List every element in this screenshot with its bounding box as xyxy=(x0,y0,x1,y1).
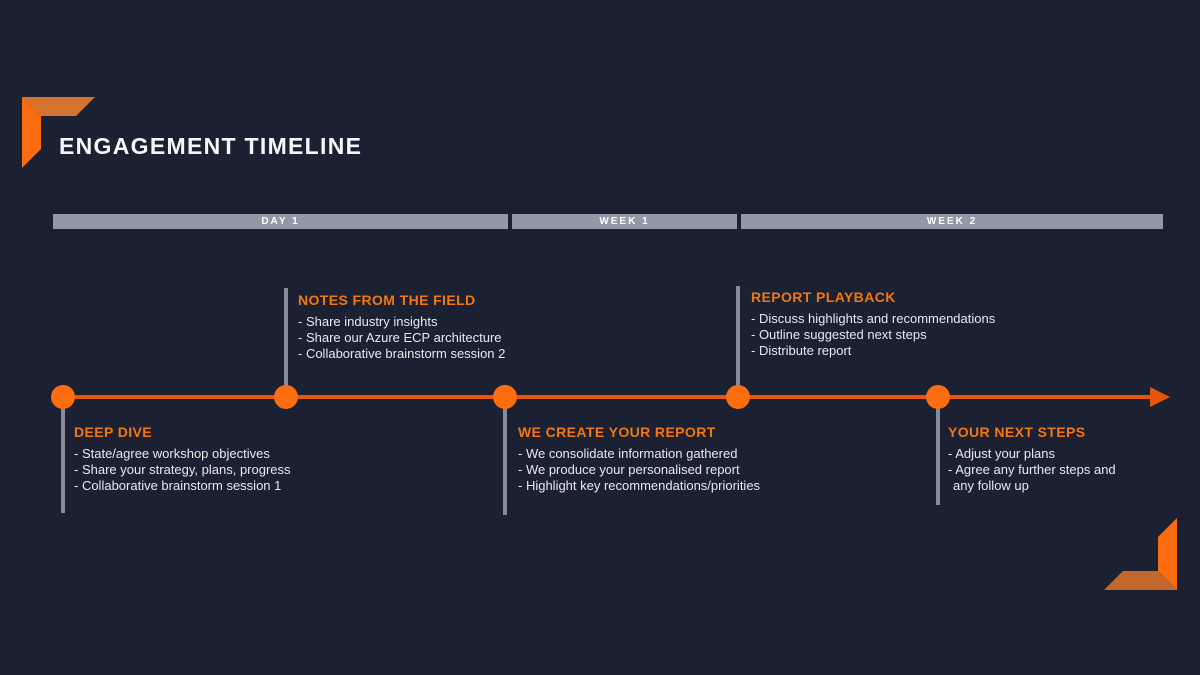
phase-bar-label: WEEK 1 xyxy=(599,216,650,227)
milestone-dot-next-steps xyxy=(926,385,950,409)
milestone-title: WE CREATE YOUR REPORT xyxy=(518,424,716,440)
slide-title: ENGAGEMENT TIMELINE xyxy=(59,133,363,159)
connector-line-deep-dive xyxy=(61,397,65,513)
connector-line-playback xyxy=(736,286,740,397)
milestone-bullet: - We produce your personalised report xyxy=(518,462,740,477)
milestone-deep-dive: DEEP DIVE - State/agree workshop objecti… xyxy=(74,424,364,494)
corner-accent-top-left-icon xyxy=(22,97,95,168)
milestone-bullet: - State/agree workshop objectives xyxy=(74,446,270,461)
milestone-bullet: - Collaborative brainstorm session 1 xyxy=(74,478,282,493)
milestone-bullet-continuation: any follow up xyxy=(953,478,1029,493)
milestone-bullet: - Collaborative brainstorm session 2 xyxy=(298,346,506,361)
milestone-report-playback: REPORT PLAYBACK - Discuss highlights and… xyxy=(751,289,1061,359)
connector-line-notes xyxy=(284,288,288,397)
corner-br-horizontal-bar xyxy=(1104,571,1177,590)
milestone-bullet: - Distribute report xyxy=(751,343,852,358)
milestone-notes-from-the-field: NOTES FROM THE FIELD - Share industry in… xyxy=(298,292,598,362)
timeline-axis xyxy=(62,395,1152,399)
milestone-dot-notes xyxy=(274,385,298,409)
corner-tl-vertical-bar xyxy=(22,97,41,168)
milestone-bullet: - Discuss highlights and recommendations xyxy=(751,311,996,326)
phase-bar-week-2: WEEK 2 xyxy=(741,214,1163,229)
phase-bar-week-1: WEEK 1 xyxy=(512,214,737,229)
milestone-title: DEEP DIVE xyxy=(74,424,153,440)
milestone-dot-deep-dive xyxy=(51,385,75,409)
phase-bar-label: WEEK 2 xyxy=(926,216,978,227)
milestone-dot-create-report xyxy=(493,385,517,409)
milestone-dot-playback xyxy=(726,385,750,409)
connector-line-next-steps xyxy=(936,397,940,505)
milestone-bullet: - Share industry insights xyxy=(298,314,438,329)
milestone-bullet: - Share your strategy, plans, progress xyxy=(74,462,291,477)
milestone-bullet: - Share our Azure ECP architecture xyxy=(298,330,502,345)
milestone-title: NOTES FROM THE FIELD xyxy=(298,292,476,308)
milestone-bullet: - Agree any further steps and xyxy=(948,462,1116,477)
phase-bar-label: DAY 1 xyxy=(261,216,300,227)
phase-bar-day-1: DAY 1 xyxy=(53,214,508,229)
milestone-bullet: - Outline suggested next steps xyxy=(751,327,927,342)
milestone-bullet: - We consolidate information gathered xyxy=(518,446,738,461)
corner-br-vertical-bar xyxy=(1158,518,1177,590)
milestone-title: YOUR NEXT STEPS xyxy=(948,424,1086,440)
corner-tl-horizontal-bar xyxy=(22,97,95,116)
milestone-title: REPORT PLAYBACK xyxy=(751,289,896,305)
milestone-bullet: - Adjust your plans xyxy=(948,446,1055,461)
connector-line-create-report xyxy=(503,397,507,515)
milestone-we-create-your-report: WE CREATE YOUR REPORT - We consolidate i… xyxy=(518,424,828,494)
milestone-bullet: - Highlight key recommendations/prioriti… xyxy=(518,478,761,493)
milestone-your-next-steps: YOUR NEXT STEPS - Adjust your plans - Ag… xyxy=(948,424,1188,494)
timeline-arrow-icon xyxy=(1150,387,1170,407)
corner-accent-bottom-right-icon xyxy=(1104,518,1177,590)
